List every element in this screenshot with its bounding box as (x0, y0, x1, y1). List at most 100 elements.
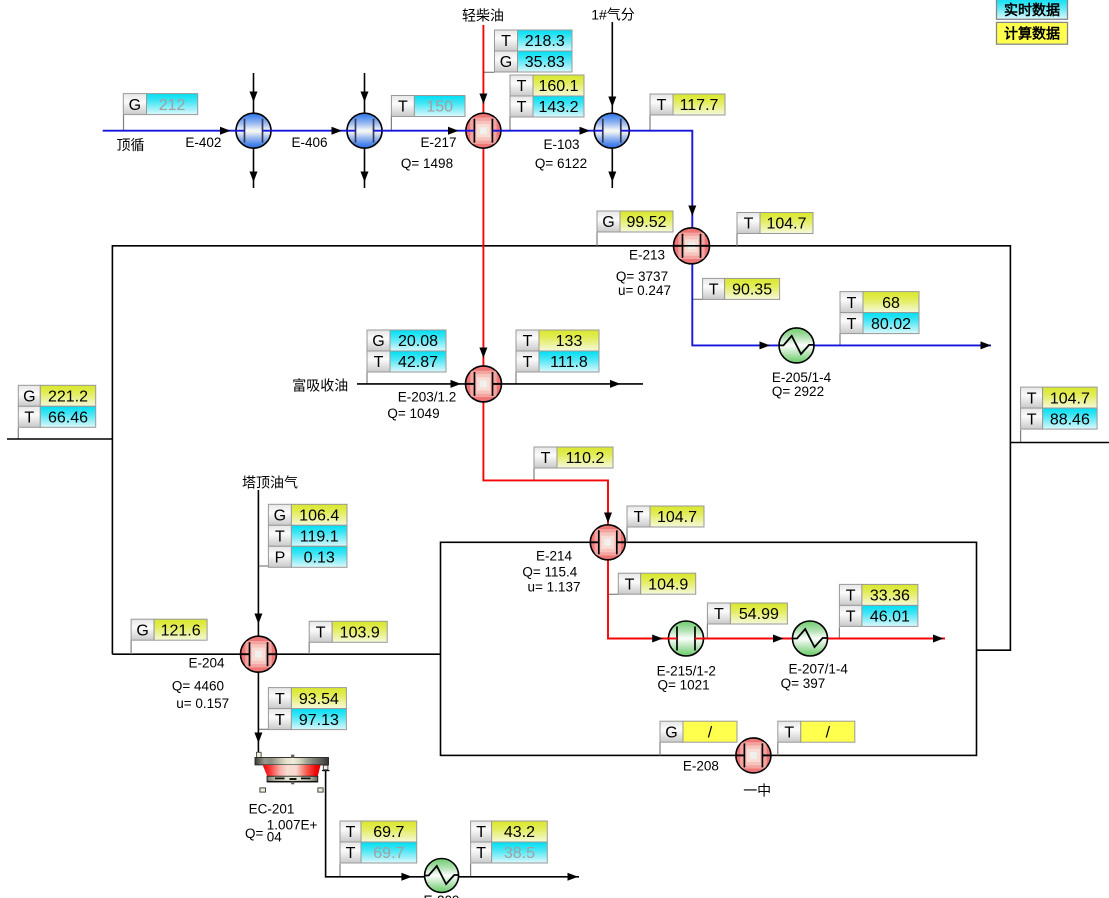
svg-text:90.35: 90.35 (732, 282, 772, 299)
svg-text:E-205/1-4: E-205/1-4 (772, 370, 832, 385)
svg-text:T: T (517, 99, 527, 116)
svg-text:20.08: 20.08 (398, 333, 438, 350)
svg-text:54.99: 54.99 (739, 606, 779, 623)
svg-text:G: G (136, 622, 148, 639)
svg-text:Q= 6122: Q= 6122 (535, 156, 587, 171)
svg-text:E-213: E-213 (629, 248, 665, 263)
svg-text:E-208: E-208 (683, 759, 719, 774)
svg-text:G: G (129, 97, 141, 114)
svg-text:Q= 1049: Q= 1049 (387, 406, 439, 421)
svg-text:T: T (346, 824, 356, 841)
svg-text:一中: 一中 (743, 783, 771, 799)
svg-text:69.7: 69.7 (373, 824, 404, 841)
svg-text:99.52: 99.52 (626, 214, 666, 231)
svg-text:Q= 397: Q= 397 (781, 676, 826, 691)
svg-text:T: T (625, 576, 635, 593)
svg-text:E-406: E-406 (291, 135, 327, 150)
svg-text:T: T (846, 609, 856, 626)
svg-text:88.46: 88.46 (1050, 411, 1090, 428)
svg-text:T: T (316, 625, 326, 642)
svg-text:218.3: 218.3 (525, 33, 565, 50)
svg-text:104.7: 104.7 (657, 509, 697, 526)
svg-text:117.7: 117.7 (680, 97, 719, 114)
svg-text:E-402: E-402 (185, 135, 221, 150)
svg-text:T: T (744, 216, 754, 233)
svg-text:1#气分: 1#气分 (591, 7, 635, 23)
svg-text:133: 133 (556, 333, 583, 350)
svg-text:/: / (708, 724, 713, 741)
svg-text:38.5: 38.5 (504, 845, 535, 862)
svg-text:顶循: 顶循 (117, 137, 145, 153)
svg-text:T: T (275, 529, 285, 546)
svg-text:T: T (275, 712, 285, 729)
svg-text:T: T (501, 33, 511, 50)
svg-text:T: T (517, 78, 527, 95)
svg-text:E-103: E-103 (543, 137, 579, 152)
svg-text:221.2: 221.2 (48, 389, 88, 406)
svg-text:104.7: 104.7 (766, 216, 806, 233)
svg-text:Q=: Q= (245, 826, 264, 841)
svg-text:EC-201: EC-201 (249, 802, 295, 817)
svg-text:Q= 4460: Q= 4460 (172, 679, 224, 694)
svg-text:T: T (476, 845, 486, 862)
svg-text:T: T (541, 450, 551, 467)
svg-text:/: / (826, 724, 831, 741)
svg-text:119.1: 119.1 (300, 529, 339, 546)
svg-text:T: T (476, 824, 486, 841)
svg-text:轻柴油: 轻柴油 (462, 8, 504, 24)
svg-text:T: T (847, 316, 857, 333)
svg-text:66.46: 66.46 (48, 410, 88, 427)
svg-text:T: T (523, 333, 533, 350)
svg-text:E-209: E-209 (423, 893, 459, 898)
svg-text:计算数据: 计算数据 (1004, 26, 1060, 42)
svg-text:T: T (275, 691, 285, 708)
svg-text:Q= 115.4: Q= 115.4 (522, 565, 577, 580)
svg-text:T: T (634, 509, 644, 526)
svg-text:Q= 1021: Q= 1021 (658, 678, 710, 693)
svg-text:T: T (847, 295, 857, 312)
svg-text:G: G (23, 389, 35, 406)
svg-text:80.02: 80.02 (871, 316, 911, 333)
svg-text:u= 1.137: u= 1.137 (528, 580, 581, 595)
svg-text:实时数据: 实时数据 (1004, 2, 1060, 18)
svg-text:110.2: 110.2 (566, 450, 605, 467)
svg-text:T: T (24, 410, 34, 427)
svg-text:Q= 3737: Q= 3737 (616, 269, 668, 284)
svg-text:33.36: 33.36 (870, 588, 910, 605)
svg-text:T: T (657, 97, 667, 114)
svg-text:143.2: 143.2 (538, 99, 578, 116)
svg-text:93.54: 93.54 (299, 691, 339, 708)
svg-text:42.87: 42.87 (398, 354, 438, 371)
svg-text:160.1: 160.1 (538, 78, 578, 95)
svg-text:T: T (1027, 390, 1037, 407)
svg-text:104.9: 104.9 (648, 576, 688, 593)
svg-text:04: 04 (267, 830, 283, 845)
svg-text:T: T (398, 99, 408, 116)
svg-text:T: T (846, 588, 856, 605)
svg-text:103.9: 103.9 (340, 625, 380, 642)
svg-text:G: G (274, 508, 286, 525)
svg-text:Q= 2922: Q= 2922 (772, 384, 824, 399)
svg-text:1.007E+: 1.007E+ (267, 818, 318, 833)
svg-text:69.7: 69.7 (373, 845, 404, 862)
svg-text:Q= 1498: Q= 1498 (401, 156, 453, 171)
svg-text:E-215/1-2: E-215/1-2 (657, 664, 716, 679)
svg-text:u= 0.247: u= 0.247 (618, 283, 671, 298)
svg-text:T: T (784, 724, 794, 741)
svg-text:T: T (709, 282, 719, 299)
svg-text:G: G (500, 54, 512, 71)
svg-text:150: 150 (426, 99, 453, 116)
svg-text:T: T (346, 845, 356, 862)
svg-text:212: 212 (159, 97, 186, 114)
svg-text:106.4: 106.4 (299, 508, 339, 525)
svg-text:0.13: 0.13 (304, 550, 335, 567)
svg-text:T: T (1027, 411, 1037, 428)
svg-text:35.83: 35.83 (525, 54, 565, 71)
svg-text:G: G (602, 214, 614, 231)
svg-text:T: T (374, 354, 384, 371)
svg-text:43.2: 43.2 (504, 824, 535, 841)
svg-text:u= 0.157: u= 0.157 (176, 696, 229, 711)
svg-text:46.01: 46.01 (870, 609, 910, 626)
svg-text:富吸收油: 富吸收油 (292, 378, 348, 394)
svg-text:111.8: 111.8 (550, 354, 588, 371)
